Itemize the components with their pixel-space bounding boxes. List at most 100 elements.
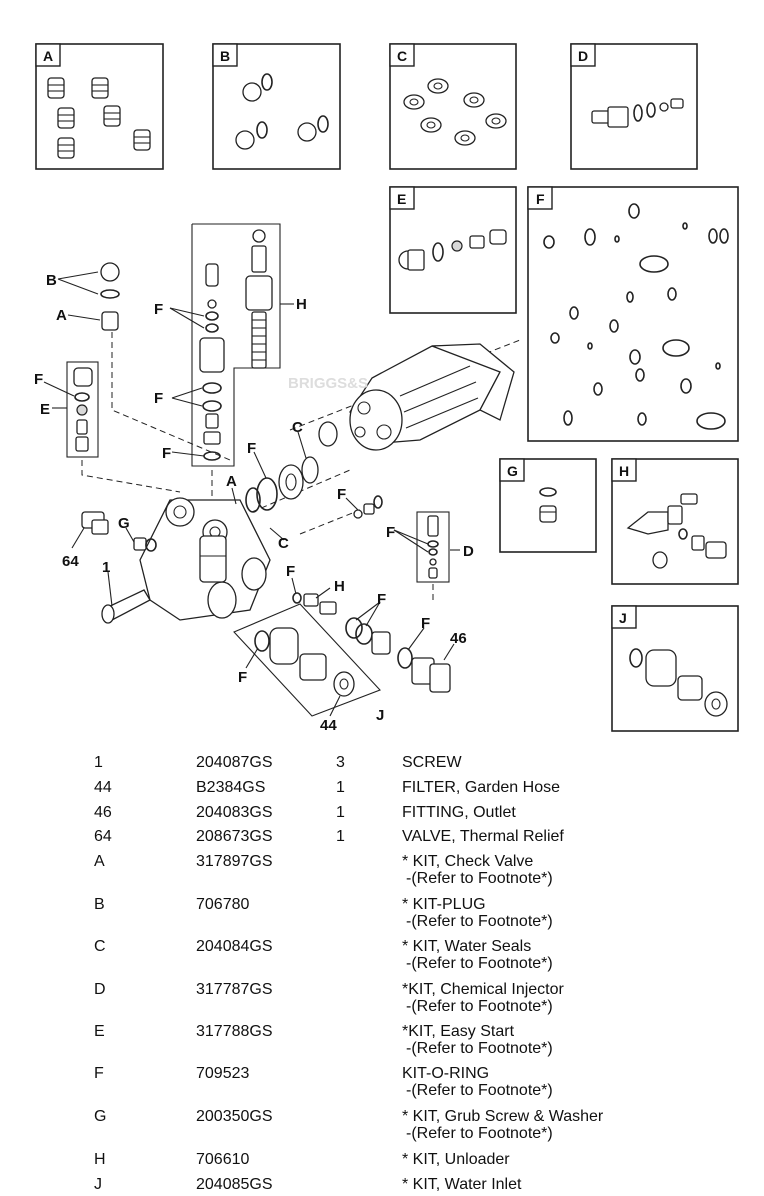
part-qty: 1 [336,804,345,821]
callout-f-outlet: F [377,591,386,608]
part-ref: D [94,981,106,998]
plug-icon [235,73,329,150]
callout-f-e: F [34,371,43,388]
unloader-stack [199,229,273,461]
part-description: * KIT, Check Valve-(Refer to Footnote*) [402,853,553,887]
briggs-watermark: BRIGGS&S [288,375,368,392]
part-footnote: -(Refer to Footnote*) [406,913,553,930]
check-valve-icon [47,77,151,159]
part-ref: F [94,1065,104,1082]
part-footnote: -(Refer to Footnote*) [406,870,553,887]
callout-h-small: H [334,578,345,595]
kit-label-d: D [578,48,588,64]
callout-c-bottom: C [278,535,289,552]
callout-f-46: F [421,615,430,632]
part-number: 706610 [196,1151,250,1168]
part-number: B2384GS [196,779,266,796]
part-description-text: * KIT-PLUG [402,896,486,913]
kit-box-b: B [212,43,341,170]
callout-f-h-bottom: F [162,445,171,462]
callout-f-h-small: F [286,563,295,580]
part-ref: G [94,1108,107,1125]
kit-box-c: C [389,43,517,170]
water-seal-icon [403,78,507,146]
part-number: 204087GS [196,754,273,771]
pump-assembly: BRIGGS&S [34,223,521,734]
part-qty: 1 [336,828,345,845]
kit-box-d: D [570,43,698,170]
kit-label-h: H [619,463,629,479]
exploded-parts-diagram: A B C [34,43,739,734]
part-description-text: * KIT, Water Inlet [402,1176,522,1193]
part-description: KIT-O-RING-(Refer to Footnote*) [402,1065,553,1099]
kit-box-e: E [389,186,517,314]
part-description: *KIT, Chemical Injector-(Refer to Footno… [402,981,564,1015]
part-description: FITTING, Outlet [402,804,516,821]
callout-44: 44 [320,717,337,734]
part-qty: 1 [336,779,345,796]
callout-b: B [46,272,57,289]
part-number: 317787GS [196,981,273,998]
part-description-text: SCREW [402,754,462,771]
part-description-text: * KIT, Grub Screw & Washer [402,1108,604,1125]
part-description-text: KIT-O-RING [402,1065,490,1082]
callout-f-d: F [386,524,395,541]
outlet-fitting [411,657,451,693]
part-number: 208673GS [196,828,273,845]
part-ref: 64 [94,828,112,845]
part-number: 317897GS [196,853,273,870]
callout-f-injector: F [337,486,346,503]
part-number: 706780 [196,896,250,913]
kit-box-f: F [527,186,739,442]
kit-box-g: G [499,458,597,553]
part-description-text: VALVE, Thermal Relief [402,828,564,845]
chemical-injector-icon [591,98,684,128]
grub-screw-icon [539,487,557,523]
kit-label-c: C [397,48,407,64]
water-inlet-icon [629,648,728,717]
callout-d: D [463,543,474,560]
part-description: FILTER, Garden Hose [402,779,560,796]
o-ring-icon [543,203,729,430]
callout-46: 46 [450,630,467,647]
part-number: 317788GS [196,1023,273,1040]
part-description-text: FITTING, Outlet [402,804,516,821]
kit-label-a: A [43,48,53,64]
callout-h-top: H [296,296,307,313]
easy-start-icon [398,229,507,271]
part-description-text: *KIT, Chemical Injector [402,981,564,998]
part-number: 200350GS [196,1108,273,1125]
part-description: * KIT, Water Seals-(Refer to Footnote*) [402,938,553,972]
part-ref: 44 [94,779,112,796]
part-ref: C [94,938,106,955]
part-ref: B [94,896,105,913]
part-footnote: -(Refer to Footnote*) [406,1082,553,1099]
callout-f-j: F [238,669,247,686]
callout-a-mid: A [226,473,237,490]
water-seal-stack [227,421,338,522]
kit-label-f: F [536,191,545,207]
callout-f-h-mid: F [154,390,163,407]
part-qty: 3 [336,754,345,771]
part-description: * KIT, Unloader [402,1151,510,1168]
part-ref: 1 [94,754,103,771]
part-ref: H [94,1151,106,1168]
kit-label-e: E [397,191,406,207]
kit-label-j: J [619,610,627,626]
part-number: 709523 [196,1065,250,1082]
part-footnote: -(Refer to Footnote*) [406,955,553,972]
callout-64: 64 [62,553,79,570]
kit-box-a: A [35,43,164,170]
unloader-icon [626,493,727,569]
kit-label-g: G [507,463,518,479]
callout-a-left: A [56,307,67,324]
part-description: *KIT, Easy Start-(Refer to Footnote*) [402,1023,553,1057]
part-description-text: * KIT, Unloader [402,1151,510,1168]
thermal-relief-valve [81,511,109,535]
part-ref: J [94,1176,102,1193]
part-description-text: *KIT, Easy Start [402,1023,515,1040]
manifold-body [139,497,271,621]
callout-f-h-top: F [154,301,163,318]
part-number: 204085GS [196,1176,273,1193]
part-footnote: -(Refer to Footnote*) [406,998,553,1015]
